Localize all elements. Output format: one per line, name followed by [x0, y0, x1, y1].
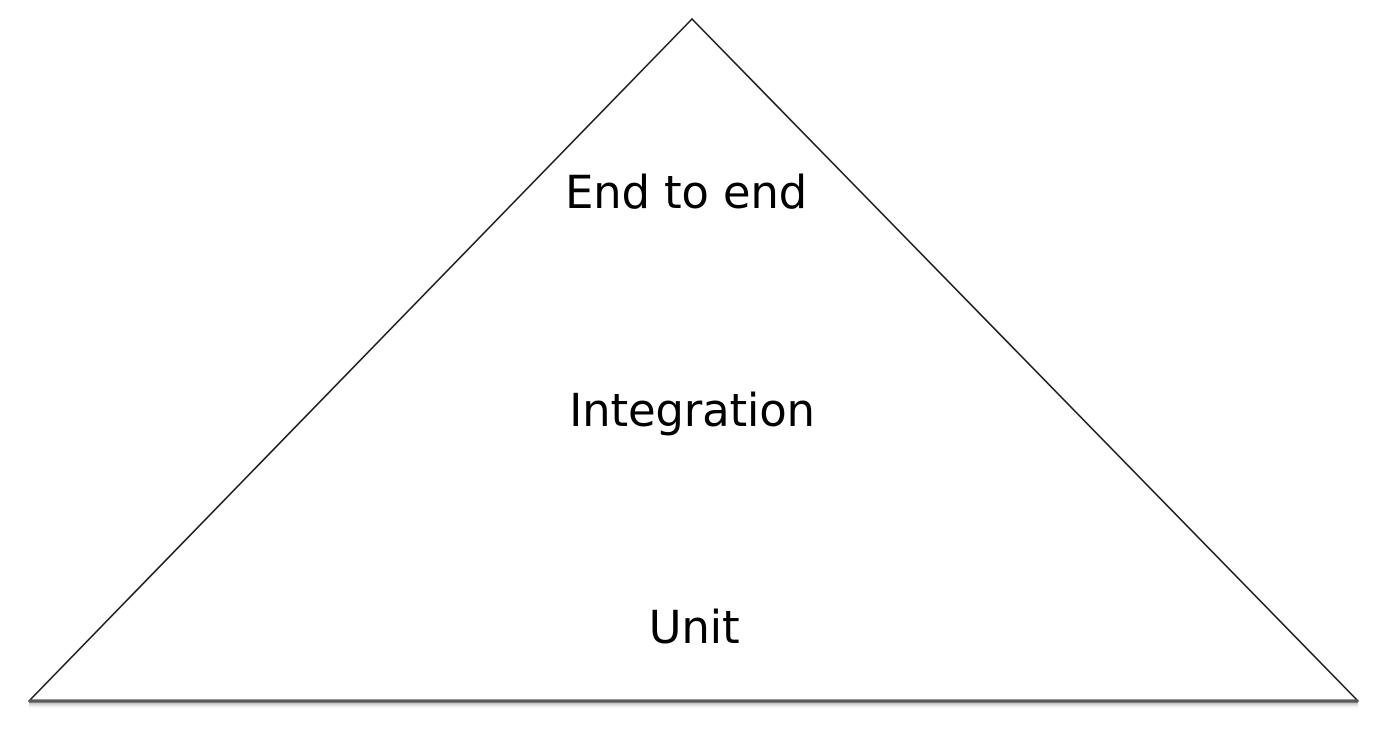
pyramid-layer-label-end-to-end: End to end — [0, 170, 1376, 215]
pyramid-layer-text-integration: Integration — [569, 384, 815, 437]
base-shadow — [29, 702, 1358, 710]
pyramid-body — [29, 19, 1358, 701]
pyramid-layer-label-unit: Unit — [0, 605, 1376, 650]
pyramid-layer-text-end-to-end: End to end — [564, 166, 808, 219]
pyramid-left-edge — [28, 18, 693, 702]
pyramid-layer-label-integration: Integration — [0, 388, 1376, 433]
pyramid-layer-text-unit: Unit — [648, 601, 740, 654]
pyramid-right-edge — [691, 18, 1359, 702]
